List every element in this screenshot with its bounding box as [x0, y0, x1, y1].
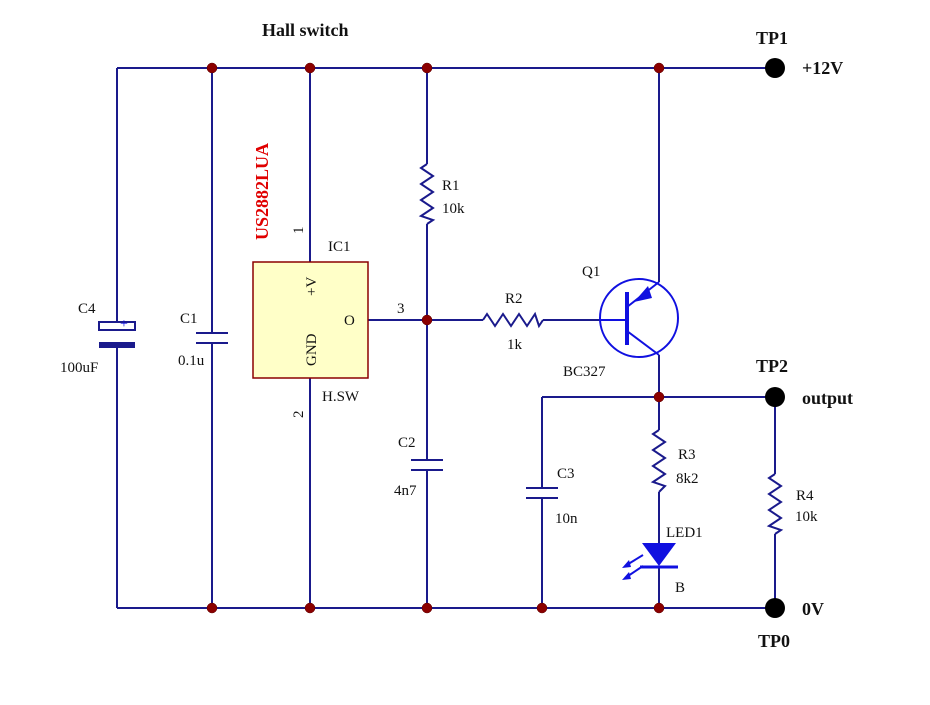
c4-positive-plate: [98, 321, 136, 331]
test-point-tp2: TP2 output: [756, 356, 853, 408]
r3-value: 8k2: [676, 471, 699, 487]
tp1-label: +12V: [802, 58, 843, 78]
tp0-terminal: [765, 598, 785, 618]
schematic-title: Hall switch: [262, 20, 349, 40]
tp0-name: TP0: [758, 631, 790, 651]
capacitor-c1: C1 0.1u: [178, 311, 228, 369]
capacitor-c2: C2 4n7: [394, 435, 443, 499]
test-point-tp0: 0V TP0: [758, 598, 824, 651]
ic-part-number: US2882LUA: [252, 143, 272, 240]
c1-ref: C1: [180, 311, 198, 327]
ic-pin-gnd-label: GND: [304, 333, 320, 366]
tp0-label: 0V: [802, 599, 824, 619]
junctions: [206, 62, 665, 614]
c1-value: 0.1u: [178, 353, 205, 369]
transistor-q1: Q1 BC327: [563, 264, 679, 380]
tp2-name: TP2: [756, 356, 788, 376]
junction-dot: [536, 602, 548, 614]
r2-ref: R2: [505, 291, 523, 307]
junction-dot: [421, 314, 433, 326]
c4-negative-plate: [99, 342, 135, 348]
junction-dot: [653, 391, 665, 403]
r1-ref: R1: [442, 178, 460, 194]
r1-value: 10k: [442, 201, 465, 217]
test-point-tp1: TP1 +12V: [756, 28, 843, 78]
ic-pin-out-label: O: [344, 313, 355, 329]
ic-pin1-number: 1: [291, 227, 307, 235]
resistor-r3: R3 8k2: [650, 429, 699, 493]
ic-ref: IC1: [328, 239, 351, 255]
junction-dot: [304, 62, 316, 74]
c2-ref: C2: [398, 435, 416, 451]
c4-value: 100uF: [60, 360, 98, 376]
c3-ref: C3: [557, 466, 575, 482]
c4-polarity: +: [120, 317, 128, 332]
c4-ref: C4: [78, 301, 96, 317]
resistor-r1: R1 10k: [418, 163, 465, 225]
led-ref: LED1: [666, 525, 703, 541]
junction-dot: [421, 602, 433, 614]
ic-pin3-number: 3: [397, 301, 405, 317]
ic-pin2-number: 2: [291, 411, 307, 419]
tp1-name: TP1: [756, 28, 788, 48]
ic-pin-vcc-label: +V: [304, 277, 320, 296]
junction-dot: [421, 62, 433, 74]
r4-value: 10k: [795, 509, 818, 525]
q1-emitter-arrow: [634, 286, 652, 302]
q1-value: BC327: [563, 364, 606, 380]
c3-value: 10n: [555, 511, 578, 527]
ic-value: H.SW: [322, 389, 360, 405]
capacitor-c4: + C4 100uF: [60, 301, 136, 376]
wires: [116, 67, 776, 609]
tp1-terminal: [765, 58, 785, 78]
led-1: LED1 B: [622, 525, 703, 596]
junction-dot: [653, 602, 665, 614]
led-triangle: [642, 543, 676, 566]
resistor-r4: R4 10k: [766, 473, 818, 535]
tp2-terminal: [765, 387, 785, 407]
q1-ref: Q1: [582, 264, 600, 280]
capacitor-c3: C3 10n: [526, 466, 578, 527]
ic-hall-switch: US2882LUA IC1 H.SW +V GND O 1 2 3: [252, 143, 405, 418]
c2-value: 4n7: [394, 483, 417, 499]
junction-dot: [653, 62, 665, 74]
resistor-r2: R2 1k: [482, 291, 544, 353]
r2-value: 1k: [507, 337, 523, 353]
r3-ref: R3: [678, 447, 696, 463]
junction-dot: [206, 62, 218, 74]
r4-ref: R4: [796, 488, 814, 504]
q1-body: [599, 278, 679, 358]
junction-dot: [304, 602, 316, 614]
junction-dot: [206, 602, 218, 614]
tp2-label: output: [802, 388, 853, 408]
ic-body: [252, 261, 369, 379]
led-value: B: [675, 580, 685, 596]
